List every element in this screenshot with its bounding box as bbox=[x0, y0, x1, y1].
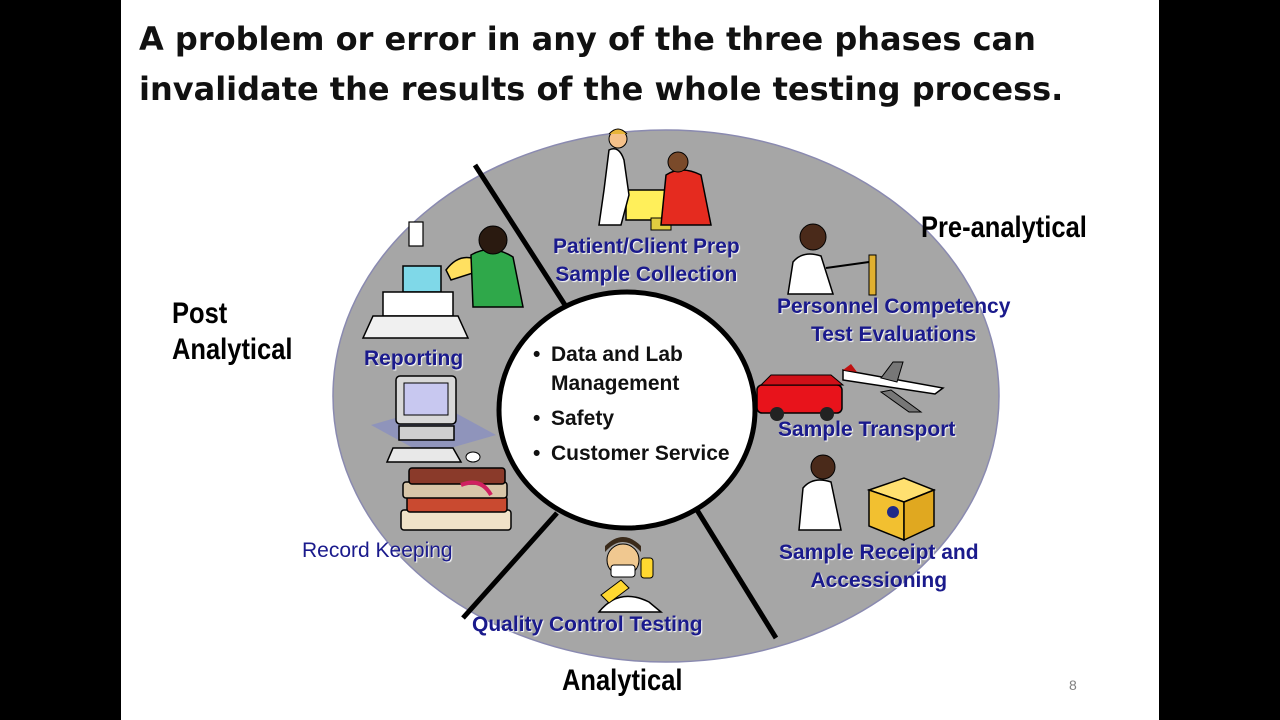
label-patient-prep-line-1: Patient/Client Prep bbox=[553, 235, 740, 258]
slide-title: A problem or error in any of the three p… bbox=[139, 14, 1139, 114]
lab-technician-icon bbox=[787, 223, 877, 296]
divider-top bbox=[472, 163, 568, 307]
label-sample-transport: Sample Transport bbox=[778, 418, 956, 441]
phase-analytical: Analytical bbox=[562, 664, 683, 697]
package-handling-icon bbox=[798, 454, 937, 542]
book-stack-icon bbox=[400, 467, 512, 531]
phase-pre-analytical: Pre-analytical bbox=[921, 211, 1087, 244]
center-item-customer-service: Customer Service bbox=[531, 439, 751, 468]
slide: A problem or error in any of the three p… bbox=[121, 0, 1159, 720]
label-sample-receipt-line-2: Accessioning bbox=[810, 569, 948, 592]
divider-bottom-left bbox=[461, 511, 559, 620]
van-plane-icon bbox=[756, 361, 945, 421]
phase-post-analytical: Post Analytical bbox=[172, 296, 292, 368]
label-personnel-line-2: Test Evaluations bbox=[811, 323, 977, 346]
page-number: 8 bbox=[1069, 677, 1077, 693]
label-sample-receipt-line-1: Sample Receipt and bbox=[779, 541, 979, 564]
label-patient-prep-line-2: Sample Collection bbox=[555, 263, 738, 286]
center-topics-list: Data and Lab Management Safety Customer … bbox=[531, 340, 751, 474]
computer-icon bbox=[371, 375, 496, 463]
label-quality-control: Quality Control Testing bbox=[472, 613, 703, 636]
label-patient-prep: Patient/Client Prep Sample Collection bbox=[553, 233, 740, 289]
phone-fax-icon bbox=[361, 221, 524, 339]
label-personnel-line-1: Personnel Competency bbox=[777, 295, 1011, 318]
label-personnel: Personnel Competency Test Evaluations bbox=[777, 293, 1010, 349]
label-sample-receipt: Sample Receipt and Accessioning bbox=[779, 539, 979, 595]
divider-bottom-right bbox=[694, 508, 779, 640]
title-line-1: A problem or error in any of the three p… bbox=[139, 20, 1036, 58]
label-record-keeping: Record Keeping bbox=[302, 539, 453, 562]
clinician-patient-icon bbox=[598, 128, 712, 231]
label-reporting: Reporting bbox=[364, 347, 464, 370]
phase-post-line-1: Post bbox=[172, 297, 228, 330]
title-line-2: invalidate the results of the whole test… bbox=[139, 70, 1064, 108]
scientist-mask-icon bbox=[597, 537, 664, 613]
center-item-safety: Safety bbox=[531, 404, 751, 433]
phase-post-line-2: Analytical bbox=[172, 333, 293, 366]
center-item-data-management: Data and Lab Management bbox=[531, 340, 751, 398]
